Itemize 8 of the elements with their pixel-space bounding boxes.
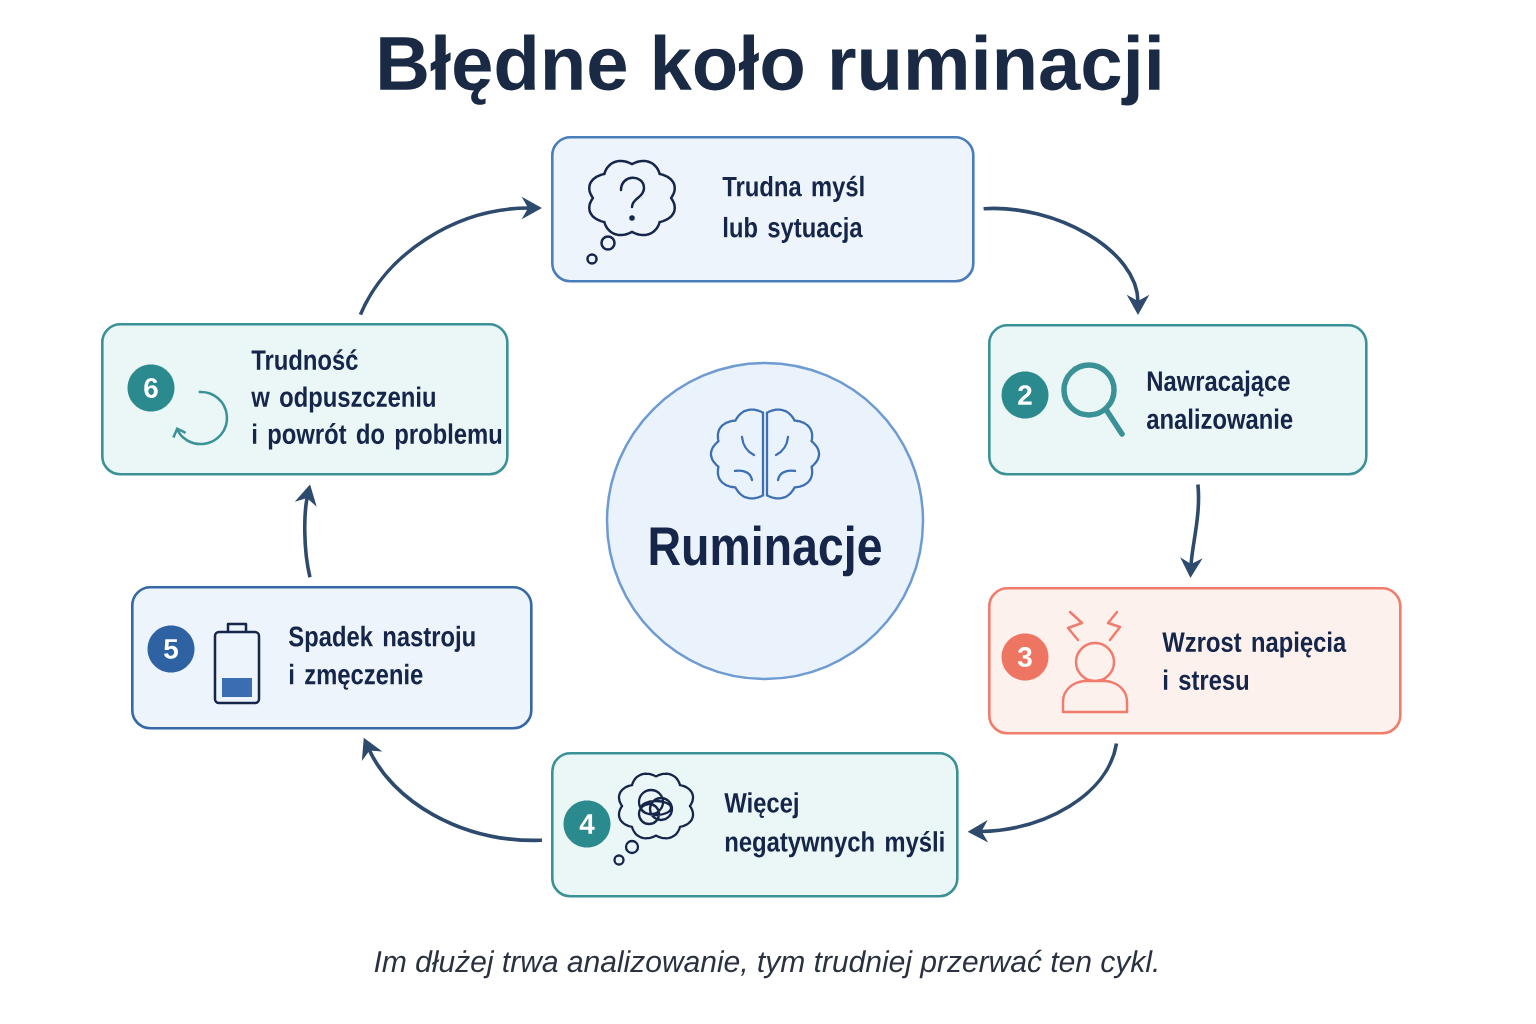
caption: Im dłużej trwa analizowanie, tym trudniej przerwać ten cykl. (374, 949, 1157, 979)
number-badge: 6 (127, 364, 175, 412)
number-badge: 4 (563, 800, 611, 848)
number-badge: 2 (1001, 371, 1049, 419)
number-badge: 3 (1001, 633, 1049, 681)
title: Błędne koło ruminacji (380, 34, 1160, 106)
step-box: Trudna myśl lub sytuacja (551, 136, 975, 283)
number-badge: 5 (147, 625, 195, 673)
